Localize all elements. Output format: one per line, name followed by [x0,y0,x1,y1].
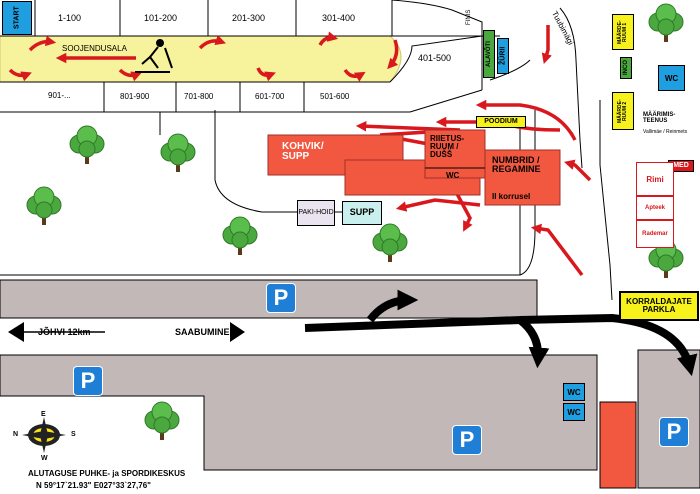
korrus-label: II korrusel [492,192,531,201]
maarimis-label: MÄÄRIMIS-TEENUS [643,112,676,124]
parking-icon-right: P [659,417,689,447]
alavoti-box: ALAVÕTI [483,30,495,78]
skier-icon [135,39,173,73]
compass-w: W [41,455,48,462]
korraldajad-box: KORRALDAJATE PARKLA [619,291,699,321]
start-range-6: 601-700 [255,92,285,101]
saabumine-label: SAABUMINE [175,327,230,337]
parking-wc-2: WC [563,403,585,421]
rimi-logo: Rimi [636,162,674,196]
venue-coords: N 59°17`21.93" E027°33`27,76" [36,481,151,490]
parking-icon-left: P [73,366,103,396]
start-range-9: 901-... [48,91,71,100]
podium-box: POODIUM [476,116,526,128]
apteek-logo: Apteek [636,196,674,220]
side-wc-box: WC [658,65,685,91]
pakihoid-box: PAKI-HOID [297,200,335,226]
johvi-label: JÕHVI 12km [38,327,91,337]
compass-n: N [13,431,19,438]
start-grid-top [0,0,500,90]
parking-wc-1: WC [563,383,585,401]
parking-icon-top: P [266,283,296,313]
start-range-8: 801-900 [120,92,150,101]
zurii-box: ŽÜRII [497,38,509,74]
inco-box: INCO [620,57,632,79]
start-label: START [2,1,32,35]
bottom-parking-area [0,354,598,471]
maarde2-box: MÄÄRDE-RUUM 2 [612,92,634,130]
start-range-5: 401-500 [418,53,452,63]
wc-label: WC [446,171,460,180]
orange-side-building [599,401,637,489]
start-range-7: 701-800 [184,92,214,101]
numbrid-building [484,149,561,206]
parking-icon-mid: P [452,425,482,455]
venue-name: ALUTAGUSE PUHKE- ja SPORDIKESKUS [28,469,186,478]
start-range-1: 1-100 [58,13,82,23]
start-range-2: 101-200 [144,13,178,23]
warmup-label: SOOJENDUSALA [62,44,127,53]
rademar-logo: Rademar [636,220,674,248]
maarde1-box: MÄÄRDE-RUUM 1 [612,14,634,50]
route-arrow-main [304,315,550,369]
compass-icon [22,417,66,453]
rietus-label: RIIETUS-RUUM / DUŠŠ [430,134,465,159]
rietus-building [424,129,486,179]
start-range-4: 301-400 [322,13,356,23]
start-range-3: 201-300 [232,13,266,23]
numbrid-label: NUMBRID / REGAMINE [492,155,541,174]
kohvik-label: KOHVIK/ SUPP [282,141,324,162]
supp-box: SUPP [342,201,382,225]
start-range-5b: 501-600 [320,92,350,101]
start-grid-bottom [0,35,483,113]
compass-s: S [71,431,76,438]
compass-e: E [41,411,46,418]
finish-label: FINIS [465,9,472,25]
maarimis-sub-label: Vallimäe / Reinmets [643,129,688,135]
